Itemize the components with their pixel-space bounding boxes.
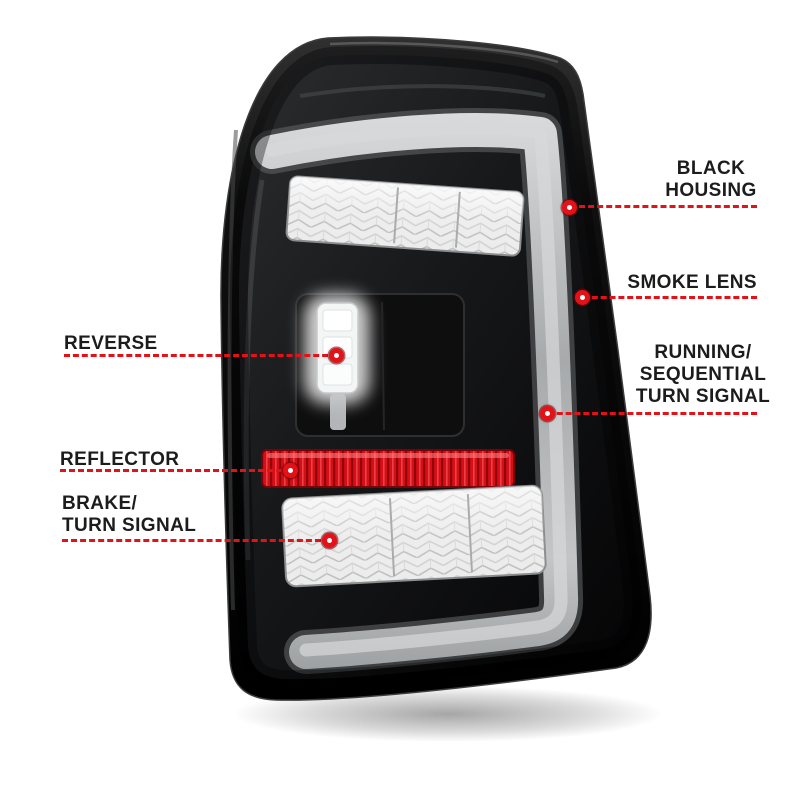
brake-turn-section	[281, 484, 547, 588]
light-bar-tube	[250, 108, 584, 674]
reverse-led-section	[295, 293, 465, 437]
running-light-section	[285, 175, 525, 257]
red-reflector	[261, 449, 515, 488]
lens-vignette	[229, 46, 642, 689]
product-shadow	[233, 686, 663, 742]
